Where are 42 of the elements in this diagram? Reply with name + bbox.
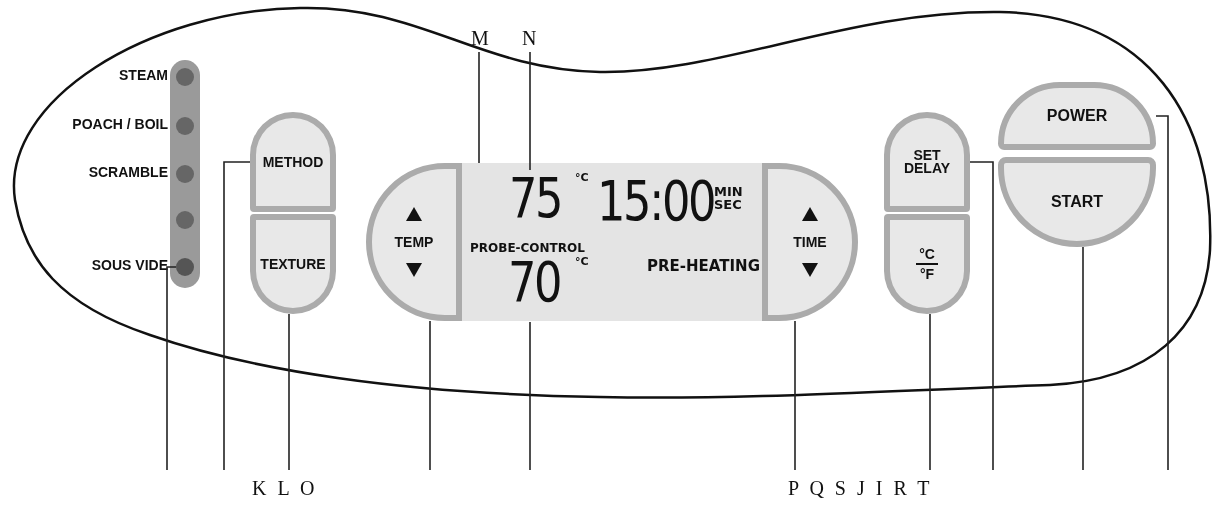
leader-line [478, 51, 480, 164]
leader-line [529, 321, 531, 471]
status-label: PRE-HEATING [647, 259, 760, 274]
set-delay-button [884, 112, 970, 212]
mode-label: STEAM [119, 68, 168, 82]
leader-line [1155, 115, 1169, 471]
button-label: °C [919, 247, 935, 261]
callout-letters: K L O [252, 478, 318, 498]
callout-letters: P Q S J I R T [788, 478, 933, 498]
button-label: TIME [793, 235, 827, 249]
mode-label: SCRAMBLE [88, 165, 168, 179]
unit-toggle-button [884, 214, 970, 314]
mode-label: POACH / BOIL [72, 117, 168, 131]
button-label: TEMP [394, 235, 434, 249]
temperature-value: 70 [508, 254, 561, 310]
mode-label: SOUS VIDE [91, 258, 168, 272]
leader-line [929, 313, 931, 471]
button-label: POWER [1046, 108, 1108, 124]
callout-letter-text: N [522, 28, 537, 48]
callout-letter-text: M [471, 28, 489, 48]
lcd-display [462, 163, 762, 321]
temperature-value: 75 [509, 170, 562, 226]
button-label: START [1050, 194, 1104, 210]
probe-label: PROBE-CONTROL [470, 242, 585, 254]
method-button [250, 112, 336, 212]
leader-line [288, 313, 290, 471]
leader-line [794, 320, 796, 471]
button-label: TEXTURE [260, 257, 326, 271]
leader-line [429, 320, 431, 471]
leader-line [223, 161, 251, 471]
leader-line [166, 266, 177, 471]
leader-line [1082, 246, 1084, 471]
texture-button [250, 214, 336, 314]
unit-label: °C [575, 256, 589, 267]
button-label: °F [919, 267, 935, 281]
time-readout: 15:00 [597, 173, 715, 229]
unit-label: MIN SEC [714, 185, 744, 211]
button-label: METHOD [262, 155, 324, 169]
unit-label: °C [575, 172, 589, 183]
leader-line [529, 51, 531, 171]
button-label: SET DELAY [902, 148, 952, 176]
leader-line [969, 161, 994, 471]
